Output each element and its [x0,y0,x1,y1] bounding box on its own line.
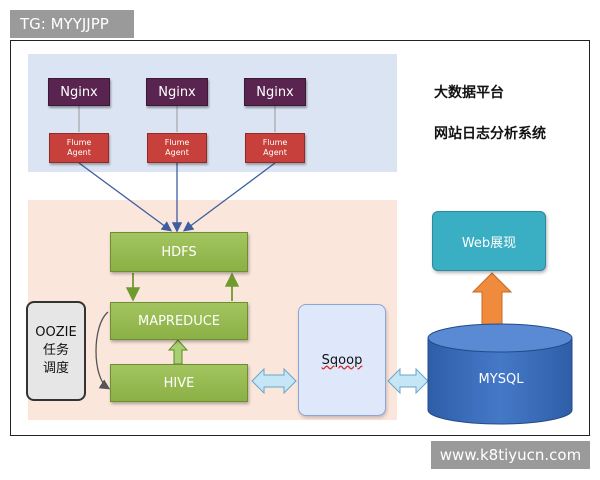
web-display-node: Web展现 [432,211,546,271]
mysql-label: MYSQL [478,372,524,387]
watermark-top: TG: MYYJJPP [10,10,134,38]
hive-to-mapreduce-arrow [167,339,189,365]
sqoop-node: Sqoop [298,304,386,416]
oozie-task-label: 任务 [42,343,69,358]
flume3-to-hdfs-arrow [182,162,276,232]
flume-agent-1-line2: Agent [67,148,91,157]
flume1-to-hdfs-arrow [78,162,173,232]
flume-agent-2-line1: Flume [164,138,190,147]
mysql-to-web-arrow [471,272,513,331]
flume-agent-3: Flume Agent [245,133,305,163]
platform-title: 大数据平台 [434,85,504,101]
flume-agent-3-line2: Agent [263,148,287,157]
oozie-scheduler-node: OOZIE 任务 调度 [26,301,86,401]
nginx-server-2: Nginx [146,78,208,106]
mysql-cylinder [427,323,573,425]
oozie-label: OOZIE [35,325,77,340]
flume-agent-1-line1: Flume [66,138,92,147]
system-title: 网站日志分析系统 [434,126,546,142]
nginx-server-3: Nginx [244,78,306,106]
flume-agent-1: Flume Agent [49,133,109,163]
hive-node: HIVE [110,364,248,402]
hive-sqoop-double-arrow [251,367,297,395]
oozie-schedule-label: 调度 [42,361,69,376]
mapreduce-node: MAPREDUCE [110,302,248,340]
watermark-bottom: www.k8tiyucn.com [431,441,590,469]
hdfs-node: HDFS [110,232,248,272]
oozie-schedule-curve [95,311,111,390]
nginx-server-1: Nginx [48,78,110,106]
flume-agent-2: Flume Agent [147,133,207,163]
flume-agent-2-line2: Agent [165,148,189,157]
sqoop-mysql-double-arrow [387,367,429,395]
sqoop-label: Sqoop [321,352,363,368]
flume-agent-3-line1: Flume [262,138,288,147]
